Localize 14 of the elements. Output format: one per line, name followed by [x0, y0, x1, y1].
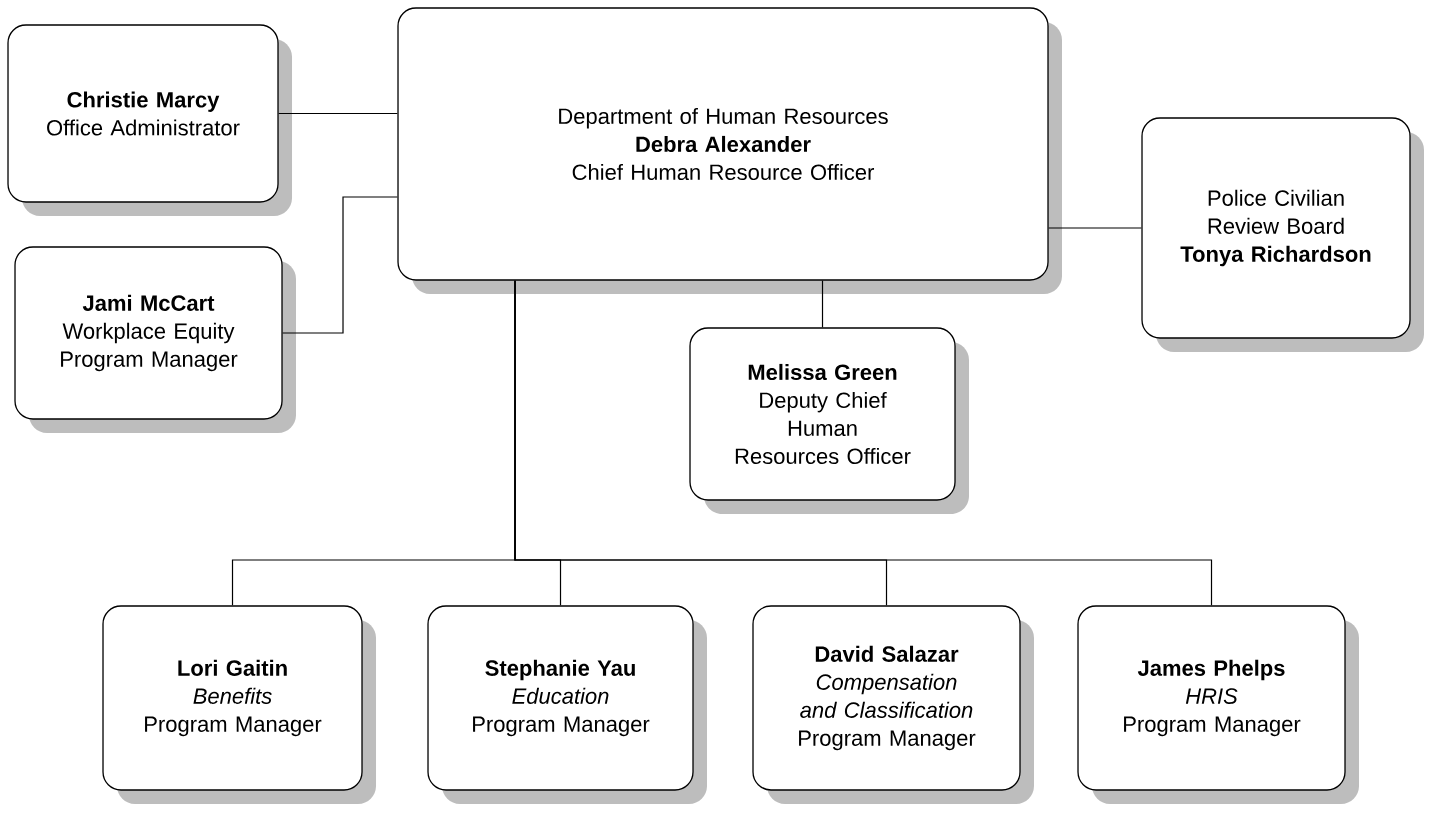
connector-line	[821, 280, 824, 328]
connector-line	[514, 280, 1213, 606]
org-box: Lori Gaitin Benefits Program Manager	[102, 605, 376, 804]
connector-line	[1048, 227, 1142, 229]
org-box: Stephanie Yau Education Program Manager	[427, 605, 707, 804]
org-box: Department of Human Resources Debra Alexander Chief Human Resource Officer	[397, 7, 1062, 294]
org-box: Melissa Green Deputy Chief Human Resources Officer	[689, 327, 969, 514]
org-box: Jami McCart Workplace Equity Program Manager	[14, 246, 296, 433]
org-box: Christie Marcy Office Administrator	[7, 24, 292, 216]
connector-line	[278, 112, 398, 115]
org-box: David Salazar Compensation and Classification Program Manager	[752, 605, 1034, 804]
org-box: Police Civilian Review Board Tonya Richardson	[1141, 117, 1424, 352]
org-box: James Phelps HRIS Program Manager	[1077, 605, 1359, 804]
connector-line	[282, 196, 398, 334]
